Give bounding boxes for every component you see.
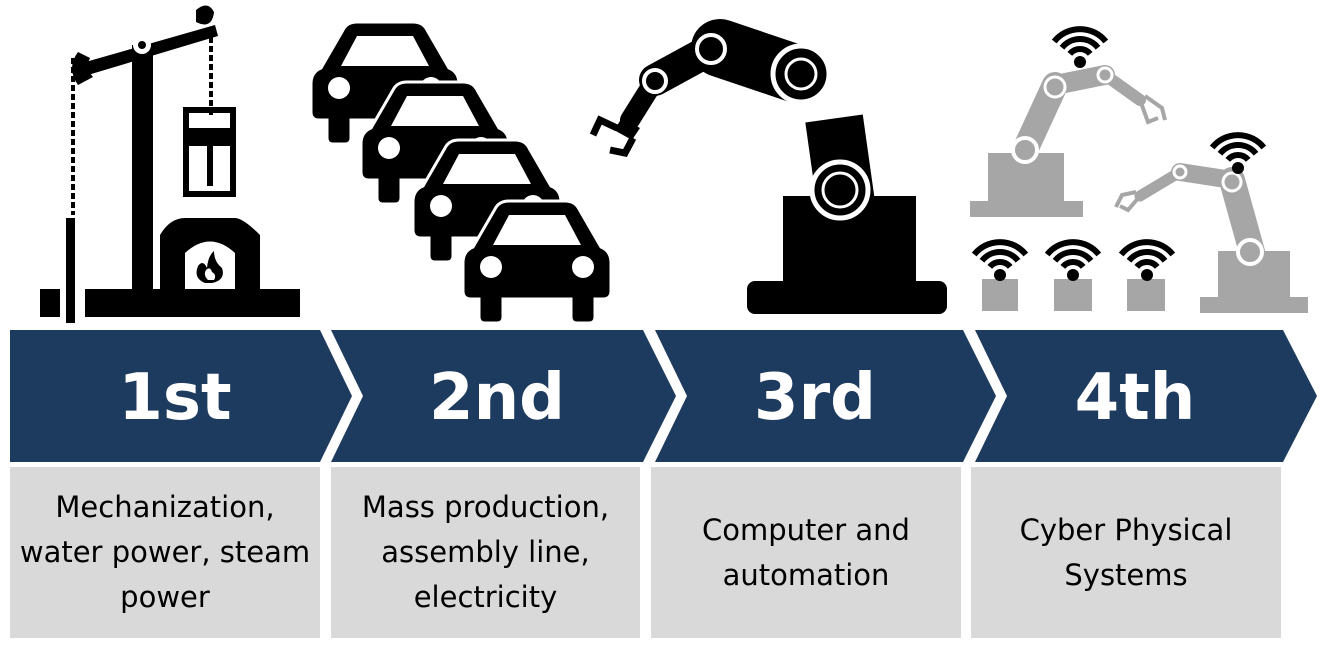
era-3-description-box: Computer and automation (651, 467, 961, 638)
wifi-icon (1044, 239, 1102, 281)
cars-assembly-line-icon (309, 20, 613, 325)
wifi-icon (971, 239, 1029, 281)
era-3-description: Computer and automation (702, 512, 910, 592)
era-4-chevron (975, 330, 1317, 462)
wifi-icon (1051, 26, 1109, 68)
steam-pump-icon (40, 5, 300, 323)
era-4-description-box: Cyber Physical Systems (971, 467, 1281, 638)
era-1-label: 1st (118, 361, 231, 435)
era-2-description-box: Mass production, assembly line, electric… (331, 467, 640, 638)
car-icon (461, 199, 613, 325)
era-1-description: Mechanization, water power, steam power (19, 490, 311, 614)
wifi-icon (1209, 132, 1267, 174)
era-1-chevron (10, 330, 352, 462)
era-2-description: Mass production, assembly line, electric… (361, 490, 610, 614)
era-4-label: 4th (1075, 361, 1196, 435)
era-2-chevron (331, 330, 676, 462)
era-3-label: 3rd (754, 361, 876, 435)
era-4-description: Cyber Physical Systems (1019, 512, 1233, 592)
connected-robots-icon (970, 26, 1308, 313)
timeline-banner: 1st 2nd 3rd 4th (10, 330, 1317, 462)
wifi-icon (1118, 239, 1176, 281)
robot-arm-icon (589, 19, 947, 314)
era-3-chevron (655, 330, 996, 462)
era-1-description-box: Mechanization, water power, steam power (10, 467, 320, 638)
era-2-label: 2nd (429, 361, 565, 435)
